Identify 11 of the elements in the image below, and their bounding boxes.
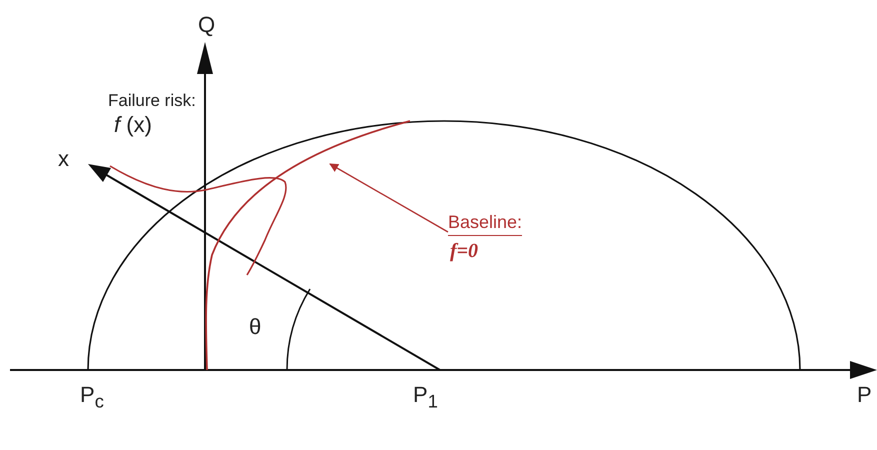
annotation-text: Baseline: f=0: [448, 212, 522, 263]
axis-label: P$_{c}$: [80, 384, 104, 411]
axis-label: P$_{1}$: [413, 384, 438, 411]
baseline-curve: [205, 120, 410, 370]
angle-label: θ: [249, 316, 262, 338]
axis-label: x: [58, 148, 69, 170]
function-label: f (x): [114, 114, 152, 136]
axis-label: Q: [198, 14, 216, 36]
axis-label: P: [857, 384, 872, 406]
leader-line: [329, 163, 448, 233]
annotation-text: Failure risk:: [108, 92, 196, 109]
